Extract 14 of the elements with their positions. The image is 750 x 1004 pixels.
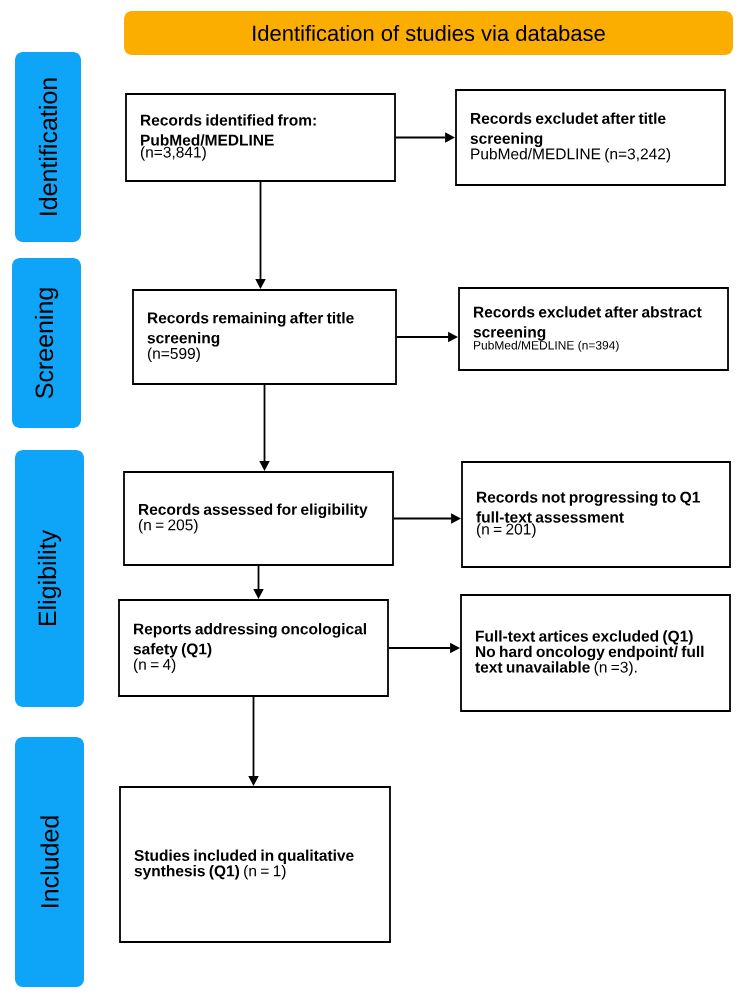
process-box: Records excludet after title screening PubMed/MEDLINE (n=3,242) <box>455 89 726 186</box>
stage-label: Screening <box>12 258 81 428</box>
process-box: Reports addressing oncological safety (Q1) (n = 4) <box>118 599 389 697</box>
stage-label: Included <box>15 737 84 987</box>
process-box: Records remaining after title screening (n=599) <box>132 289 397 385</box>
process-box: Records assessed for eligibility (n = 205) <box>123 471 394 566</box>
heading-banner: Identification of studies via database <box>124 11 733 55</box>
process-box: Records not progressing to Q1 full-text assessment (n = 201) <box>461 461 731 568</box>
process-box: Studies included in qualitative synthesis (Q1) (n = 1) <box>119 786 391 943</box>
process-box: Records excludet after abstract screening PubMed/MEDLINE (n=394) <box>458 287 729 371</box>
stage-label: Eligibility <box>15 450 84 707</box>
process-box: Records identified from: PubMed/MEDLINE (n=3,841) <box>125 93 396 182</box>
stage-label: Identification <box>15 52 81 242</box>
process-box: Full-text artices excluded (Q1) No hard oncology endpoint/ full text unavailable (n =3). <box>460 594 731 712</box>
